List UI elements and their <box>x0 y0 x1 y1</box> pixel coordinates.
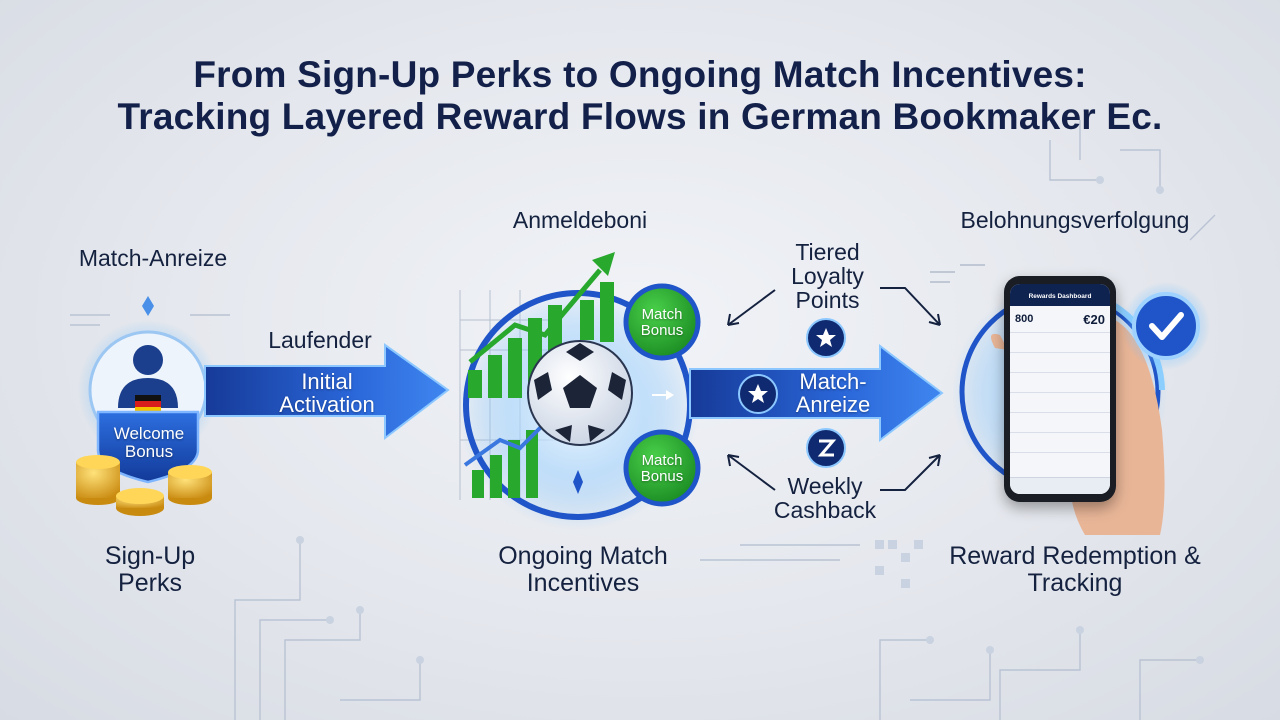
match-anreize-label: Match-Anreize <box>78 245 228 271</box>
initial-activation-arrow <box>204 343 450 441</box>
rewards-dashboard-header: Rewards Dashboard <box>1010 284 1110 306</box>
checkmark-badge <box>1132 292 1200 360</box>
checkmark-icon <box>1149 312 1184 340</box>
phone-deco-lines <box>930 264 985 283</box>
reward-row[interactable] <box>1010 393 1110 413</box>
diamond-icon-left <box>142 296 154 316</box>
points-amount: 800 <box>1015 313 1034 325</box>
stage-ongoing-label: Ongoing Match Incentives <box>498 542 668 597</box>
hand-thumb <box>991 333 1008 350</box>
belohnungsverfolgung-label: Belohnungsverfolgung <box>960 207 1190 233</box>
small-arrow-head <box>666 390 674 400</box>
laufender-label: Laufender <box>268 327 372 353</box>
rewards-summary-row: 800 €20 <box>1010 306 1110 333</box>
circuit-lines <box>70 120 1216 720</box>
match-bonus-top-text: Match Bonus <box>640 306 684 339</box>
match-anreize-arrow-text: Match-Anreize <box>795 369 871 417</box>
germany-flag-icon <box>135 395 161 413</box>
phone-screen: Rewards Dashboard 800 €20 <box>1010 284 1110 494</box>
person-icon <box>118 345 178 408</box>
welcome-bonus-text: Welcome Bonus <box>113 424 185 461</box>
weekly-cashback-label: Weekly Cashback <box>773 473 877 523</box>
connector-arrows <box>727 287 941 491</box>
phone-mockup: Rewards Dashboard 800 €20 <box>1004 276 1116 502</box>
page-title-line-1: From Sign-Up Perks to Ongoing Match Ince… <box>193 54 1087 95</box>
reward-row[interactable] <box>1010 353 1110 373</box>
decor-dots <box>296 176 1204 664</box>
reward-row[interactable] <box>1010 333 1110 353</box>
match-bonus-badge-bottom <box>623 429 701 507</box>
initial-activation-text: Initial Activation <box>279 369 375 417</box>
match-anreize-arrow <box>689 343 944 443</box>
soccer-ball-icon <box>527 340 633 446</box>
anmeldeboni-label: Anmeldeboni <box>512 207 648 233</box>
phone-tab-bar[interactable] <box>1010 477 1110 494</box>
match-bonus-bottom-text: Match Bonus <box>640 452 684 485</box>
cash-amount: €20 <box>1083 312 1105 327</box>
tiered-loyalty-label: Tiered Loyalty Points <box>791 239 864 313</box>
page-title-line-2: Tracking Layered Reward Flows in German … <box>117 96 1163 137</box>
match-bonus-badge-top <box>623 283 701 361</box>
cashback-icon <box>817 439 837 457</box>
stage-redemption-label: Reward Redemption & Tracking <box>949 542 1201 597</box>
star-icon-loyalty <box>816 328 836 347</box>
reward-row[interactable] <box>1010 433 1110 453</box>
diamond-icon <box>573 470 583 494</box>
reward-row[interactable] <box>1010 413 1110 433</box>
star-icon <box>748 384 768 403</box>
reward-row[interactable] <box>1010 373 1110 393</box>
coins-icon <box>76 455 212 516</box>
stage-signup-label: Sign-Up Perks <box>104 542 196 597</box>
